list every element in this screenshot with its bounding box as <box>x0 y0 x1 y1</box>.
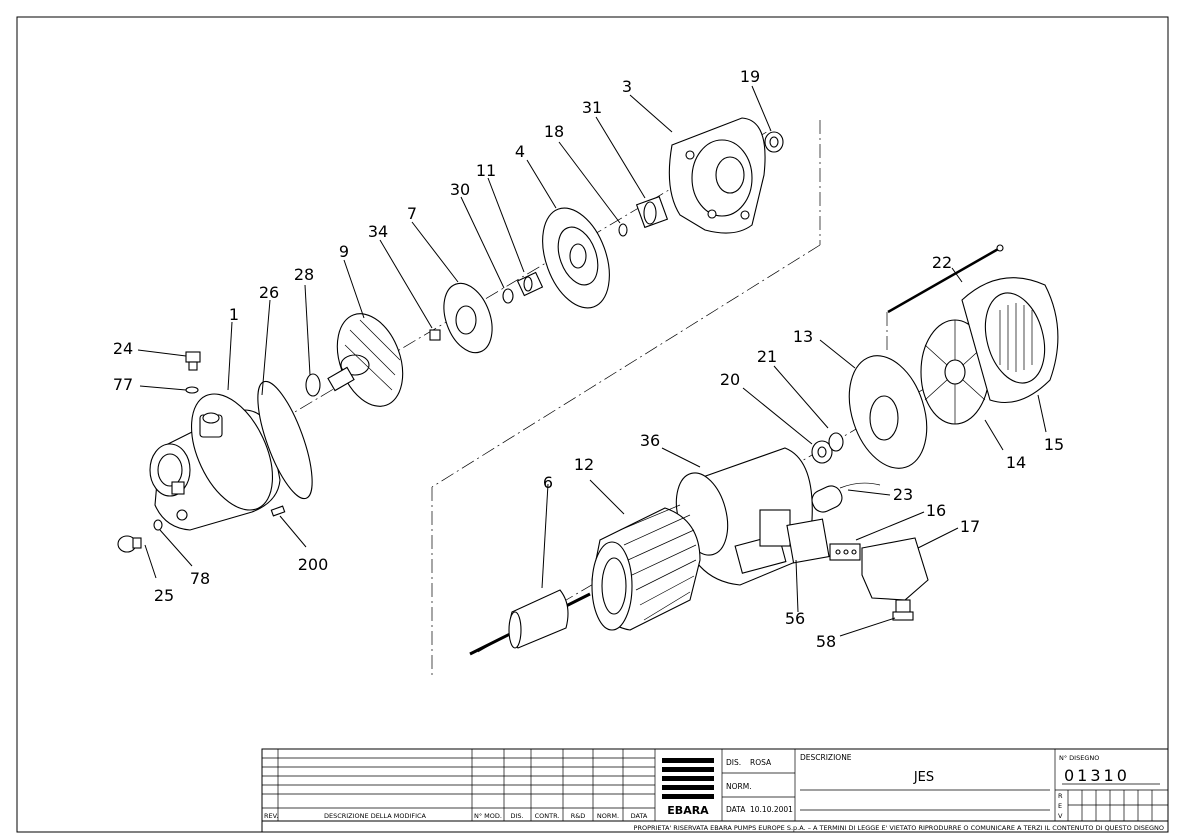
gasket-26 <box>257 380 313 500</box>
descrizione-label: DESCRIZIONE <box>800 753 852 762</box>
fan-cover-15 <box>961 277 1059 404</box>
part-label-24: 24 <box>113 339 133 358</box>
dis-label: DIS. <box>726 758 741 767</box>
part-label-21: 21 <box>757 347 777 366</box>
rear-cover-13 <box>848 355 928 469</box>
part-label-28: 28 <box>294 265 314 284</box>
data-value: 10.10.2001 <box>750 805 793 814</box>
rotor-shaft-6 <box>469 589 591 656</box>
rev-letter-e: E <box>1058 802 1062 810</box>
descrizione-value: JES <box>913 770 934 785</box>
part-label-31: 31 <box>582 98 602 117</box>
screw-200 <box>270 505 286 517</box>
box-cover-17 <box>861 537 929 601</box>
rev-header-nmod: N° MOD. <box>474 812 502 820</box>
rev-header-dis: DIS. <box>510 812 523 820</box>
washer-78 <box>153 519 163 531</box>
part-label-23: 23 <box>893 485 913 504</box>
part-label-6: 6 <box>543 473 553 492</box>
rev-header-rd: R&D <box>571 812 586 820</box>
cable-gland-58 <box>892 599 914 621</box>
title-block: REV. DESCRIZIONE DELLA MODIFICA N° MOD. … <box>261 748 1169 832</box>
pump-body <box>149 393 281 531</box>
part-label-20: 20 <box>720 370 740 389</box>
part-label-36: 36 <box>640 431 660 450</box>
rev-letter-v: V <box>1058 812 1063 820</box>
part-label-56: 56 <box>785 609 805 628</box>
ebara-logo: EBARA <box>662 758 714 817</box>
part-label-25: 25 <box>154 586 174 605</box>
stator-12 <box>591 504 701 631</box>
tie-rod-22 <box>887 246 1001 314</box>
rev-letter-r: R <box>1058 792 1063 800</box>
part-label-12: 12 <box>574 455 594 474</box>
part-label-9: 9 <box>339 242 349 261</box>
bearing-19 <box>764 131 784 153</box>
part-label-11: 11 <box>476 161 496 180</box>
part-label-26: 26 <box>259 283 279 302</box>
dis-value: ROSA <box>750 758 772 767</box>
part-label-15: 15 <box>1044 435 1064 454</box>
part-label-78: 78 <box>190 569 210 588</box>
part-label-7: 7 <box>407 204 417 223</box>
washer-30 <box>502 288 514 304</box>
part-label-4: 4 <box>515 142 525 161</box>
part-label-3: 3 <box>622 77 632 96</box>
seal-housing-4 <box>542 207 610 309</box>
part-label-17: 17 <box>960 517 980 536</box>
ring-21 <box>828 432 844 452</box>
part-label-22: 22 <box>932 253 952 272</box>
leader-lines <box>137 85 1047 637</box>
disegno-label: N° DISEGNO <box>1059 754 1099 762</box>
part-label-30: 30 <box>450 180 470 199</box>
part-labels: 1 3 4 6 7 9 11 12 13 14 15 16 17 18 19 2… <box>113 67 1064 651</box>
bearing-31 <box>635 195 669 229</box>
diffuser-9 <box>327 313 404 407</box>
part-label-19: 19 <box>740 67 760 86</box>
rev-header-norm: NORM. <box>597 812 619 820</box>
part-label-13: 13 <box>793 327 813 346</box>
drain-plug-top <box>185 351 201 371</box>
part-label-14: 14 <box>1006 453 1026 472</box>
part-label-34: 34 <box>368 222 388 241</box>
terminal-board-16 <box>829 543 861 561</box>
norm-label: NORM. <box>726 782 752 791</box>
motor-flange-3 <box>668 117 766 234</box>
rev-header-data: DATA <box>631 812 648 820</box>
drain-plug-bottom <box>117 535 142 553</box>
part-label-1: 1 <box>229 305 239 324</box>
part-label-77: 77 <box>113 375 133 394</box>
rev-header-rev: REV. <box>264 812 278 820</box>
part-label-16: 16 <box>926 501 946 520</box>
capacitor-23 <box>811 482 881 513</box>
part-label-200: 200 <box>298 555 329 574</box>
part-label-18: 18 <box>544 122 564 141</box>
ring-18 <box>618 223 628 237</box>
seal-11 <box>516 271 544 297</box>
disegno-value: 01310 <box>1064 766 1130 785</box>
nut-34 <box>429 329 441 341</box>
logo-text: EBARA <box>667 804 709 817</box>
motor-housing-36 <box>675 447 813 586</box>
impeller-7 <box>443 282 493 354</box>
gasket-56 <box>786 518 830 564</box>
washer-77 <box>185 386 199 394</box>
rev-header-contr: CONTR. <box>535 812 560 820</box>
drawing-frame <box>16 16 1169 833</box>
part-label-58: 58 <box>816 632 836 651</box>
rev-header-descrizione: DESCRIZIONE DELLA MODIFICA <box>324 812 427 820</box>
data-label: DATA <box>726 805 746 814</box>
bearing-20 <box>811 440 833 464</box>
oring-28 <box>305 373 321 397</box>
footer-notice: PROPRIETA' RISERVATA EBARA PUMPS EUROPE … <box>634 824 1164 832</box>
